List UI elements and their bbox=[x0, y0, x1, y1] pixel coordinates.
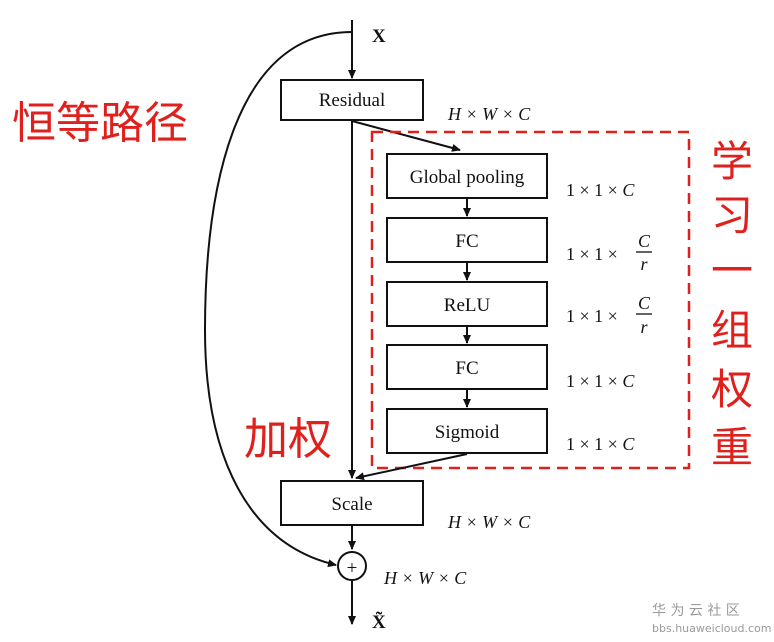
branch-in-arrow bbox=[351, 120, 461, 152]
residual-block bbox=[280, 79, 424, 121]
sigmoid-label: Sigmoid bbox=[435, 422, 500, 443]
watermark-url: bbs.huaweicloud.com bbox=[652, 622, 771, 635]
relu-dim-denominator: r bbox=[640, 317, 648, 337]
learn-weights-char: 权 bbox=[711, 365, 753, 414]
sigmoid-dim: 1 × 1 × C bbox=[566, 434, 635, 454]
scale-block bbox=[280, 480, 424, 526]
watermark-name: 华 为 云 社 区 bbox=[652, 603, 740, 619]
fc1-dim-numerator: C bbox=[638, 231, 651, 251]
identity-path-annotation: 恒等路径 bbox=[12, 98, 188, 149]
branch-out-arrow bbox=[355, 453, 468, 481]
sum-symbol: + bbox=[347, 558, 358, 579]
fc2-label: FC bbox=[455, 358, 478, 379]
global-pooling-dim: 1 × 1 × C bbox=[566, 180, 635, 200]
relu-block bbox=[386, 281, 548, 327]
relu-dim-numerator: C bbox=[638, 293, 651, 313]
global-pooling-block bbox=[386, 153, 548, 199]
residual-label: Residual bbox=[319, 90, 386, 111]
fc1-label: FC bbox=[455, 231, 478, 252]
learn-weights-char: 重 bbox=[711, 423, 753, 472]
learn-weights-group bbox=[370, 130, 691, 470]
learn-weights-char: 学 bbox=[711, 137, 753, 186]
input-label: X bbox=[372, 26, 386, 47]
relu-label: ReLU bbox=[444, 295, 491, 316]
fc2-block bbox=[386, 344, 548, 390]
output-label: X̃ bbox=[372, 612, 386, 633]
learn-weights-char: 习 bbox=[711, 191, 753, 240]
fc1-block bbox=[386, 217, 548, 263]
sigmoid-block bbox=[386, 408, 548, 454]
learn-weights-char: 组 bbox=[711, 306, 753, 355]
fc1-dim-denominator: r bbox=[640, 254, 648, 274]
scale-dim: H × W × C bbox=[447, 512, 531, 532]
fc2-dim: 1 × 1 × C bbox=[566, 371, 635, 391]
global-pooling-label: Global pooling bbox=[410, 167, 525, 188]
fc1-dim: 1 × 1 × bbox=[566, 244, 618, 264]
identity-path-arrow bbox=[203, 31, 353, 568]
learn-weights-char: 一 bbox=[711, 246, 753, 295]
sum-dim: H × W × C bbox=[383, 568, 467, 588]
scale-label: Scale bbox=[331, 494, 372, 515]
learn-weights-annotation: 学 习 一 组 权 重 bbox=[711, 137, 753, 472]
weighting-annotation: 加权 bbox=[244, 414, 332, 465]
residual-dim: H × W × C bbox=[447, 104, 531, 124]
relu-dim: 1 × 1 × bbox=[566, 306, 618, 326]
